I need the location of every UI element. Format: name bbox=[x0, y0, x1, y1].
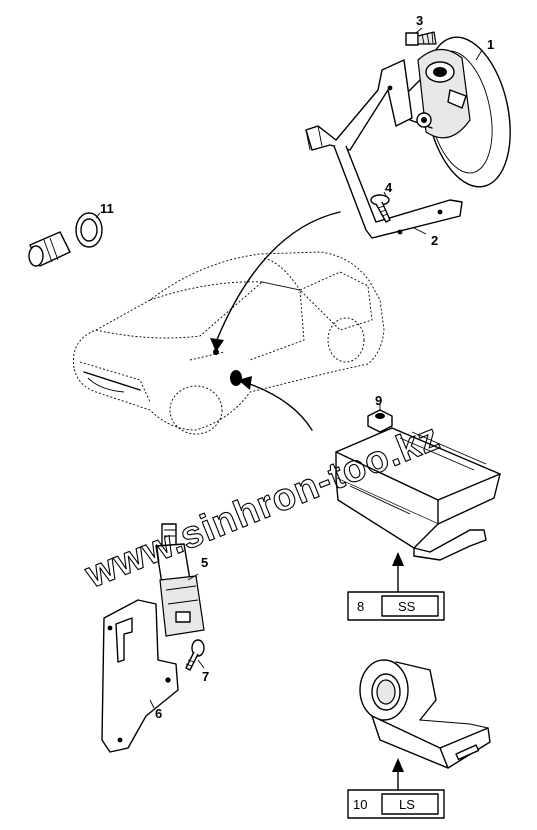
bolt-3 bbox=[405, 31, 437, 46]
callout-5: 5 bbox=[201, 555, 208, 570]
box-ss-number: 8 bbox=[357, 599, 364, 614]
callout-11: 11 bbox=[100, 201, 114, 216]
callout-6: 6 bbox=[155, 706, 162, 721]
callout-2: 2 bbox=[431, 233, 438, 248]
nut-9 bbox=[367, 409, 393, 433]
car-outline bbox=[73, 251, 385, 435]
immobilizer-10 bbox=[359, 659, 491, 769]
control-unit-8 bbox=[335, 427, 501, 561]
callout-3: 3 bbox=[416, 13, 423, 28]
callout-7: 7 bbox=[202, 669, 209, 684]
arrow-ls-to-immobilizer bbox=[392, 758, 404, 791]
bracket-6 bbox=[101, 599, 179, 753]
arrow-ss-to-unit bbox=[392, 552, 404, 593]
box-ls-number: 10 bbox=[353, 797, 367, 812]
box-ss bbox=[347, 591, 445, 621]
box-ls-code: LS bbox=[399, 797, 415, 812]
arrow-horn-to-car bbox=[210, 211, 341, 352]
callout-9: 9 bbox=[375, 393, 382, 408]
switch-5 bbox=[155, 523, 205, 637]
callout-1: 1 bbox=[487, 37, 494, 52]
arrow-sensor-to-car bbox=[238, 376, 313, 431]
screw-4 bbox=[370, 194, 391, 223]
lock-cylinder-11 bbox=[28, 212, 103, 267]
screw-7 bbox=[185, 639, 205, 671]
callout-4: 4 bbox=[385, 180, 393, 195]
box-ls bbox=[347, 789, 445, 819]
leader-lines bbox=[95, 27, 483, 709]
box-ss-code: SS bbox=[398, 599, 416, 614]
horn bbox=[403, 36, 511, 188]
